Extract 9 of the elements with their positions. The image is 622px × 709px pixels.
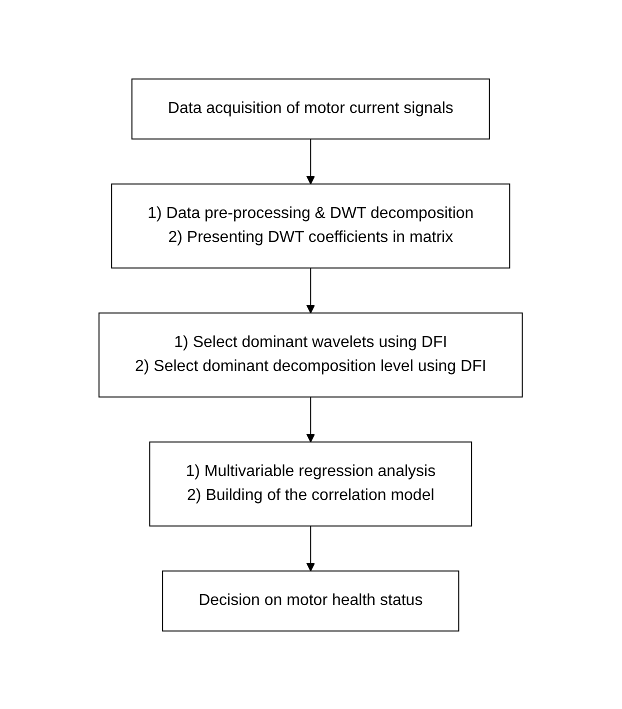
node-box: 1) Select dominant wavelets using DFI 2) Select dominant decomposition level using DFI: [98, 312, 524, 397]
arrow: [306, 138, 316, 184]
arrow: [306, 267, 316, 313]
arrow: [306, 396, 316, 442]
node-box: Decision on motor health status: [162, 570, 460, 631]
node-box: 1) Multivariable regression analysis 2) Building of the correlation model: [150, 441, 472, 526]
arrow: [306, 525, 316, 571]
node-box: Data acquisition of motor current signals: [132, 78, 490, 139]
node-box: 1) Data pre-processing & DWT decomposition 2) Presenting DWT coefficients in matrix: [111, 183, 511, 268]
